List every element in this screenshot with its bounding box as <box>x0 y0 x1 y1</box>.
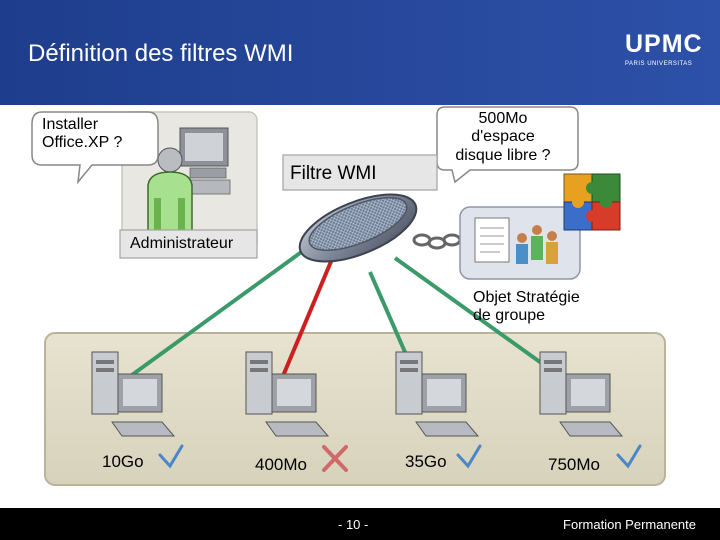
space-callout-text: 500Mo d'espace disque libre ? <box>448 110 558 165</box>
installer-line-2: Office.XP ? <box>42 134 123 152</box>
network-area <box>44 332 666 486</box>
slide-footer: - 10 - Formation Permanente <box>0 508 720 540</box>
installer-line-1: Installer <box>42 116 99 133</box>
logo-sub-text: PARIS UNIVERSITAS <box>625 61 693 67</box>
gpo-label: Objet Stratégie de groupe <box>473 289 580 326</box>
link-computer-1 <box>123 238 320 382</box>
gpo-line-1: Objet Stratégie <box>473 289 580 306</box>
space-callout-bubble <box>436 106 579 184</box>
footer-text: Formation Permanente <box>563 517 696 532</box>
computer-icon-3 <box>395 351 480 437</box>
admin-label-box <box>119 229 258 259</box>
office-puzzle-icon <box>563 173 621 231</box>
check-icon-3 <box>456 444 482 469</box>
check-icon-1 <box>158 444 184 469</box>
group-policy-object-icon <box>459 206 581 280</box>
page-number: - 10 - <box>338 517 369 532</box>
link-computer-2 <box>273 251 337 396</box>
computer-label-1: 10Go <box>102 452 144 471</box>
installer-callout-text: Installer Office.XP ? <box>42 116 122 153</box>
filter-label-box <box>282 154 438 191</box>
sieve-icon <box>298 193 418 263</box>
logo-main-text: UPMC <box>625 30 703 58</box>
computer-label-3: 35Go <box>405 452 447 471</box>
computer-icon-4 <box>539 351 624 437</box>
computer-icon-2 <box>245 351 330 437</box>
link-computer-4 <box>393 256 567 382</box>
check-icon-4 <box>616 444 642 469</box>
computer-label-4: 750Mo <box>548 455 600 474</box>
installer-callout-bubble <box>31 111 159 185</box>
administrator-icon <box>147 127 231 233</box>
slide-header: Définition des filtres WMI UPMC PARIS UN… <box>0 0 720 105</box>
slide-title: Définition des filtres WMI <box>28 40 294 67</box>
space-line-2: d'espace <box>471 128 535 146</box>
gpo-line-2: de groupe <box>473 307 546 325</box>
filter-label: Filtre WMI <box>290 163 377 184</box>
upmc-logo: UPMC PARIS UNIVERSITAS <box>625 30 703 67</box>
chain-icon <box>412 233 462 250</box>
computer-icon-1 <box>91 351 176 437</box>
computer-label-2: 400Mo <box>255 455 307 474</box>
space-line-3: disque libre ? <box>455 146 551 164</box>
cross-icon-2 <box>322 445 348 472</box>
space-line-1: 500Mo <box>478 110 528 127</box>
admin-label: Administrateur <box>130 235 234 252</box>
